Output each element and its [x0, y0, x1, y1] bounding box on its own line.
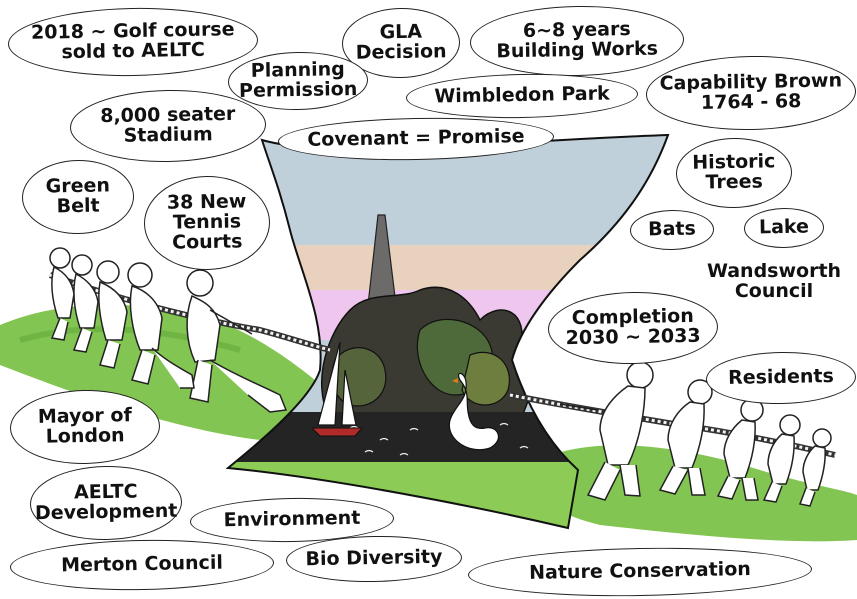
label-wandsworth-council: Wandsworth Council [706, 260, 842, 302]
right-team [559, 361, 832, 507]
banner-outline [225, 133, 670, 530]
left-team [49, 247, 288, 413]
sailboat [310, 341, 364, 437]
swan [448, 372, 500, 451]
